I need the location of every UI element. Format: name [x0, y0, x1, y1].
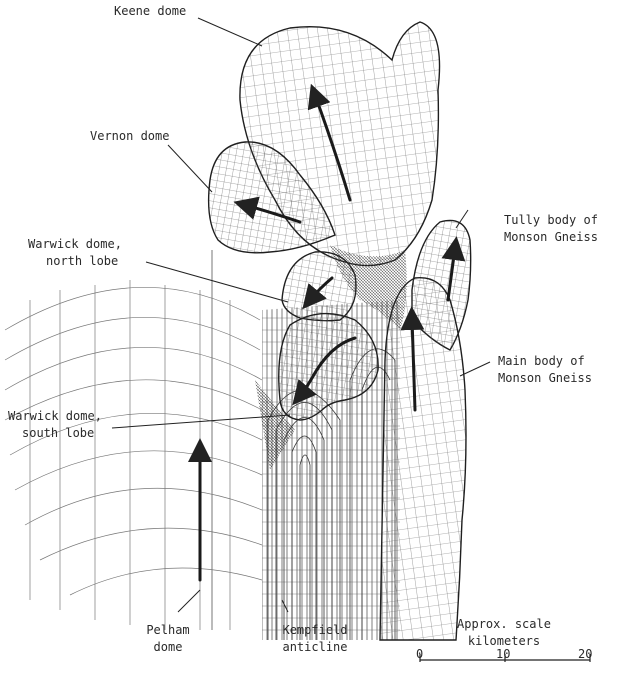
pelham-dome-label: Pelham dome [132, 622, 204, 656]
vernon-dome-label: Vernon dome [90, 128, 169, 145]
warwick-south-lobe-label: Warwick dome, south lobe [8, 408, 102, 442]
scale-title: Approx. scale kilometers [438, 616, 570, 650]
kempfield-anticline-label: Kempfield anticline [268, 622, 362, 656]
warwick-north-lobe-label: Warwick dome, north lobe [28, 236, 122, 270]
scale-tick-10: 10 [496, 646, 510, 663]
keene-dome-label: Keene dome [114, 3, 186, 20]
main-body-label: Main body of Monson Gneiss [498, 353, 592, 387]
tully-body-label: Tully body of Monson Gneiss [504, 212, 598, 246]
scale-tick-0: 0 [416, 646, 423, 663]
main-body-shape [380, 278, 466, 640]
scale-tick-20: 20 [578, 646, 592, 663]
